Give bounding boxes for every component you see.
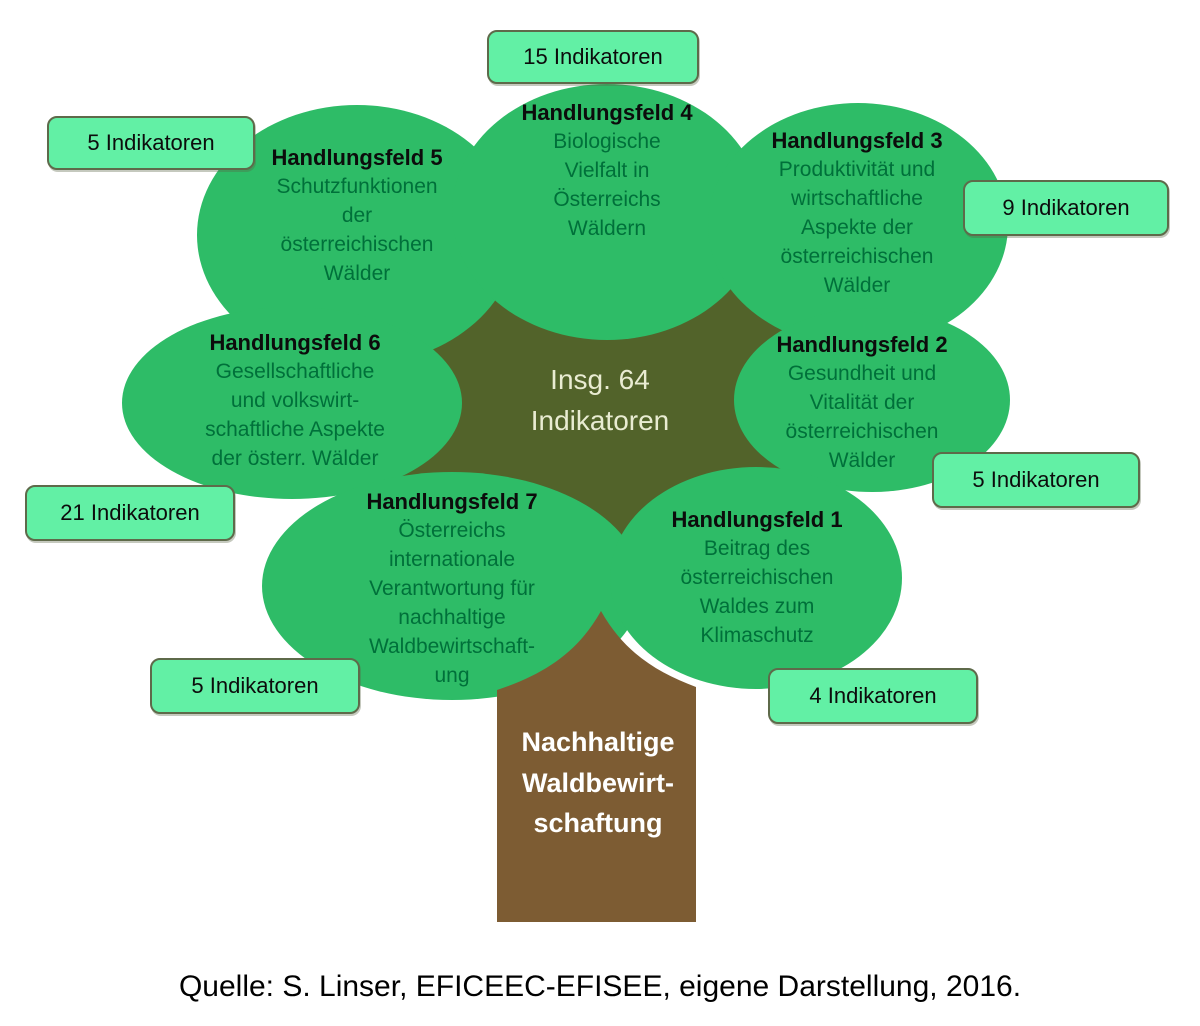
field-hf7-body: Österreichs internationale Verantwortung… bbox=[368, 519, 536, 688]
field-hf6: Handlungsfeld 6 Gesellschaftliche und vo… bbox=[145, 328, 445, 474]
canopy-circle-hf2 bbox=[734, 308, 1010, 492]
tree-trunk bbox=[497, 611, 696, 922]
field-hf2-title: Handlungsfeld 2 bbox=[776, 332, 948, 357]
trunk-label: Nachhaltige Waldbewirt- schaftung bbox=[521, 727, 675, 838]
field-hf6-body: Gesellschaftliche und volkswirt- schaftl… bbox=[205, 360, 385, 471]
canopy-circle-hf5 bbox=[197, 105, 517, 365]
field-hf6-title: Handlungsfeld 6 bbox=[209, 330, 381, 355]
indicator-badge-hf7: 5 Indikatoren bbox=[150, 658, 360, 714]
field-hf2-body: Gesundheit und Vitalität der österreichi… bbox=[785, 362, 939, 473]
field-hf2: Handlungsfeld 2 Gesundheit und Vitalität… bbox=[722, 330, 1002, 476]
indicator-badge-hf2: 5 Indikatoren bbox=[932, 452, 1140, 508]
canopy-circle-hf4 bbox=[452, 84, 762, 340]
field-hf5: Handlungsfeld 5 Schutzfunktionen der öst… bbox=[227, 143, 487, 289]
indicator-badge-hf3: 9 Indikatoren bbox=[963, 180, 1169, 236]
field-hf3: Handlungsfeld 3 Produktivität und wirtsc… bbox=[722, 126, 992, 301]
canopy-circle-hf3 bbox=[708, 103, 1008, 347]
total-indicators-label: Insg. 64 Indikatoren bbox=[530, 364, 670, 436]
field-hf4-title: Handlungsfeld 4 bbox=[521, 100, 693, 125]
field-hf1-title: Handlungsfeld 1 bbox=[671, 507, 843, 532]
field-hf3-body: Produktivität und wirtschaftliche Aspekt… bbox=[778, 158, 936, 298]
field-hf3-title: Handlungsfeld 3 bbox=[771, 128, 943, 153]
field-hf5-title: Handlungsfeld 5 bbox=[271, 145, 443, 170]
canopy-circle-hf7 bbox=[262, 472, 642, 700]
canopy-circle-hf6 bbox=[122, 307, 462, 499]
indicator-badge-hf4: 15 Indikatoren bbox=[487, 30, 699, 84]
canopy-circle-hf1 bbox=[610, 467, 902, 689]
field-hf4-body: Biologische Vielfalt in Österreichs Wäld… bbox=[553, 130, 661, 241]
indicator-badge-hf5: 5 Indikatoren bbox=[47, 116, 255, 170]
field-hf7: Handlungsfeld 7 Österreichs internationa… bbox=[307, 487, 597, 691]
indicator-badge-hf6: 21 Indikatoren bbox=[25, 485, 235, 541]
field-hf5-body: Schutzfunktionen der österreichischen Wä… bbox=[276, 175, 438, 286]
field-hf1: Handlungsfeld 1 Beitrag des österreichis… bbox=[617, 505, 897, 651]
field-hf4: Handlungsfeld 4 Biologische Vielfalt in … bbox=[477, 98, 737, 244]
source-caption: Quelle: S. Linser, EFICEEC-EFISEE, eigen… bbox=[178, 970, 1022, 1003]
field-hf1-body: Beitrag des österreichischen Waldes zum … bbox=[680, 537, 834, 648]
field-hf7-title: Handlungsfeld 7 bbox=[366, 489, 538, 514]
indicator-badge-hf1: 4 Indikatoren bbox=[768, 668, 978, 724]
